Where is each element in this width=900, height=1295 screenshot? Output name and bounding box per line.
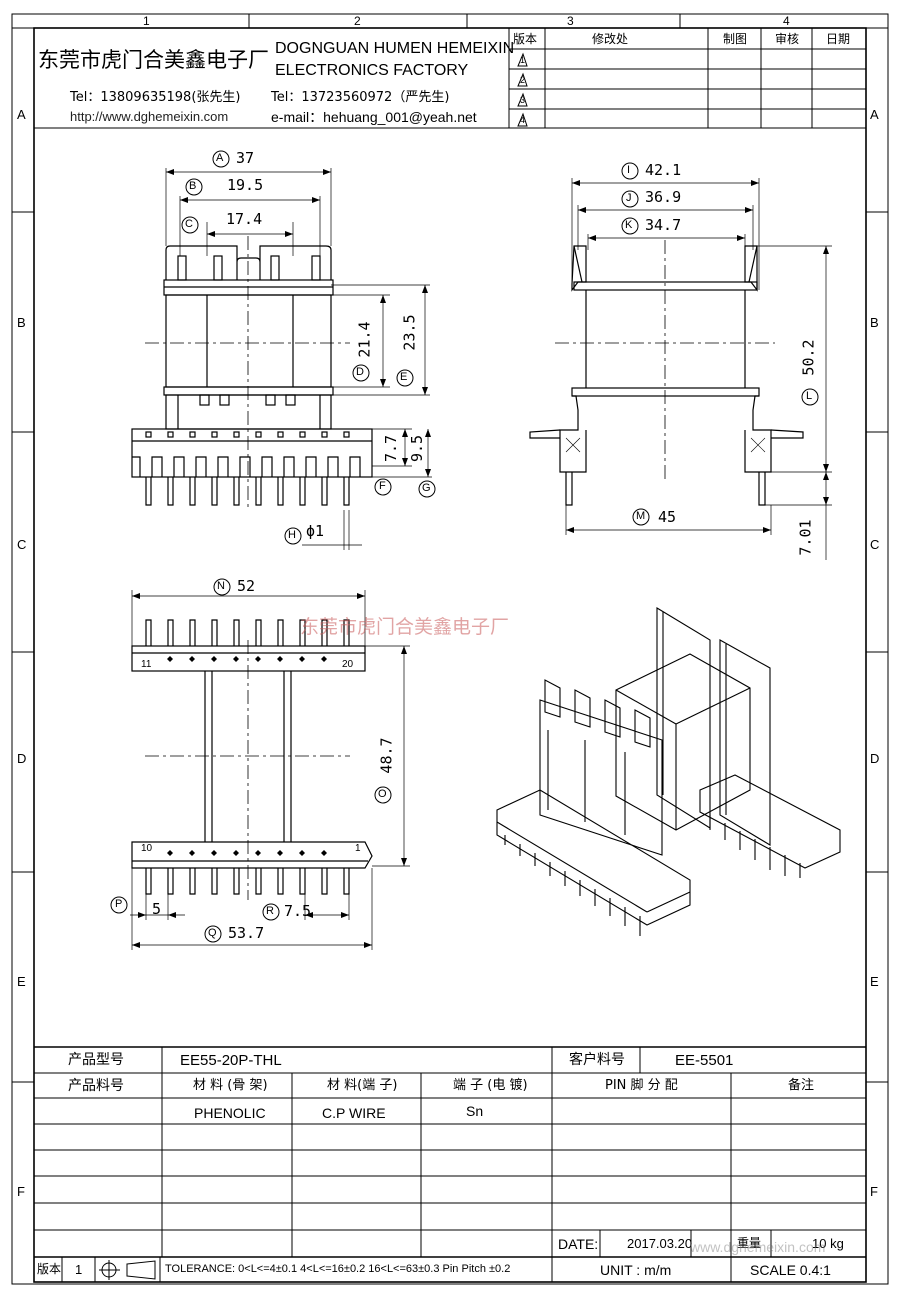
zone-letter-B-left: B <box>17 315 26 330</box>
watermark-url: www.dghemeixin.com <box>690 1239 826 1255</box>
header-material-pin: 材 料(端 子) <box>327 1078 398 1093</box>
company-name-en-2: ELECTRONICS FACTORY <box>275 62 469 79</box>
label-scale: SCALE 0.4:1 <box>750 1262 831 1278</box>
rev-header-check: 审核 <box>775 32 800 46</box>
label-date: DATE: <box>558 1236 599 1252</box>
value-product-model: EE55-20P-THL <box>180 1052 282 1069</box>
dim-extra-value: 7.01 <box>796 519 815 556</box>
value-customer-part: EE-5501 <box>675 1052 734 1069</box>
zone-letter-F-right: F <box>870 1184 878 1199</box>
header-remark: 备注 <box>788 1078 815 1093</box>
dim-M-value: 45 <box>658 508 677 526</box>
dim-K-letter: K <box>625 219 633 231</box>
dim-I-value: 42.1 <box>645 161 682 179</box>
company-name-cn: 东莞市虎门合美鑫电子厂 <box>38 48 269 72</box>
projection-symbol-icon <box>98 1260 158 1280</box>
label-product-model: 产品型号 <box>68 1052 124 1068</box>
dim-J-letter: J <box>626 192 632 204</box>
tolerance-note: TOLERANCE: 0<L<=4±0.1 4<L<=16±0.2 16<L<=… <box>165 1263 511 1275</box>
dim-Q-value: 53.7 <box>228 924 265 942</box>
value-material-bobbin: PHENOLIC <box>194 1105 266 1121</box>
dim-B-value: 19.5 <box>227 176 264 194</box>
dim-F-value: 7.7 <box>382 434 401 463</box>
dim-M-letter: M <box>636 510 646 522</box>
company-website: http://www.dghemeixin.com <box>70 109 229 124</box>
header-plating: 端 子 (电 镀) <box>453 1078 528 1093</box>
contact-tel-2: Tel：13723560972（严先生) <box>271 90 450 105</box>
dim-K-value: 34.7 <box>645 216 682 234</box>
zone-letter-D-left: D <box>17 751 27 766</box>
header-material-bobbin: 材 料 (骨 架) <box>193 1078 268 1093</box>
contact-email: e-mail：hehuang_001@yeah.net <box>271 109 477 125</box>
value-date: 2017.03.20 <box>627 1236 693 1251</box>
zone-number-3: 3 <box>567 14 574 28</box>
dim-P-value: 5 <box>152 900 162 918</box>
dim-Q-letter: Q <box>208 927 217 939</box>
zone-number-4: 4 <box>783 14 790 28</box>
label-weight: 重量 <box>737 1236 762 1250</box>
label-product-part: 产品料号 <box>68 1078 124 1094</box>
dim-D-value: 21.4 <box>355 321 374 358</box>
zone-letter-B-right: B <box>870 315 879 330</box>
value-plating: Sn <box>466 1103 484 1119</box>
watermark-company: 东莞市虎门合美鑫电子厂 <box>300 616 510 638</box>
dim-C-value: 17.4 <box>226 210 263 228</box>
dim-O-value: 48.7 <box>377 737 396 774</box>
dim-N-value: 52 <box>237 577 256 595</box>
dim-R-letter: R <box>266 905 274 917</box>
dim-N-letter: N <box>217 580 225 592</box>
zone-number-1: 1 <box>143 14 150 28</box>
dim-C-letter: C <box>185 218 193 230</box>
dim-F-letter: F <box>379 480 386 492</box>
value-material-pin: C.P WIRE <box>322 1105 386 1121</box>
zone-letter-D-right: D <box>870 751 880 766</box>
pin-label-11: 11 <box>141 659 152 670</box>
dim-A-value: 37 <box>236 149 255 167</box>
dim-L-value: 50.2 <box>799 339 818 376</box>
rev-row-2: 2 <box>520 75 526 85</box>
rev-row-4: 4 <box>520 115 526 125</box>
dim-I-letter: I <box>627 164 631 176</box>
label-version: 版本 <box>37 1262 62 1276</box>
dim-O-letter: O <box>378 788 387 800</box>
zone-letter-A-right: A <box>870 107 879 122</box>
rev-header-drawn: 制图 <box>723 32 748 46</box>
zone-letter-E-left: E <box>17 974 26 989</box>
dim-B-letter: B <box>189 180 197 192</box>
rev-header-version: 版本 <box>513 32 538 46</box>
label-customer-part: 客户料号 <box>569 1052 625 1068</box>
value-version: 1 <box>75 1262 83 1277</box>
pin-label-20: 20 <box>342 659 354 670</box>
dim-E-letter: E <box>400 371 408 383</box>
dim-H-letter: H <box>288 529 296 541</box>
label-unit: UNIT : m/m <box>600 1262 672 1278</box>
dim-D-letter: D <box>356 366 364 378</box>
dim-E-value: 23.5 <box>400 314 419 351</box>
dim-R-value: 7.5 <box>284 902 312 920</box>
rev-header-date: 日期 <box>826 32 851 46</box>
zone-letter-C-right: C <box>870 537 880 552</box>
pin-label-1: 1 <box>355 843 361 854</box>
dim-H-value: ϕ1 <box>306 522 325 540</box>
pin-label-10: 10 <box>141 843 153 854</box>
rev-row-3: 3 <box>520 95 526 105</box>
zone-letter-E-right: E <box>870 974 879 989</box>
zone-letter-A-left: A <box>17 107 26 122</box>
dim-A-letter: A <box>216 152 224 164</box>
zone-number-2: 2 <box>354 14 361 28</box>
zone-letter-F-left: F <box>17 1184 25 1199</box>
zone-letter-C-left: C <box>17 537 27 552</box>
rev-header-change: 修改处 <box>592 32 629 46</box>
dim-G-value: 9.5 <box>408 434 427 463</box>
contact-tel-1: Tel：13809635198(张先生) <box>70 90 241 105</box>
company-name-en-1: DOGNGUAN HUMEN HEMEIXIN <box>275 40 515 57</box>
dim-J-value: 36.9 <box>645 188 682 206</box>
dim-P-letter: P <box>115 898 123 910</box>
value-weight: 10 kg <box>812 1236 844 1251</box>
dim-L-letter: L <box>806 390 813 402</box>
rev-row-1: 1 <box>520 55 526 65</box>
dim-G-letter: G <box>422 482 431 494</box>
header-pin-assign: PIN 脚 分 配 <box>605 1078 678 1093</box>
